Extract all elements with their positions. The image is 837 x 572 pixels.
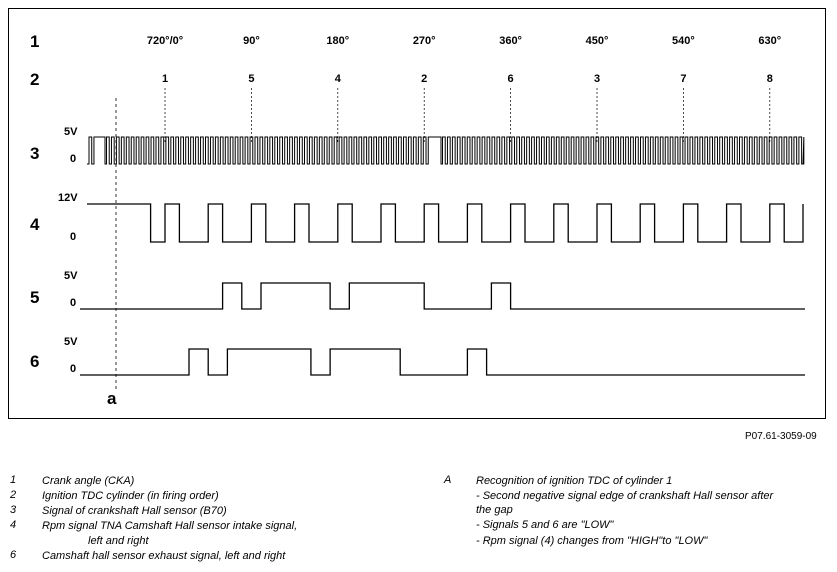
row-label-3: 3 — [30, 144, 39, 163]
camshaft-exhaust-waveform — [80, 348, 805, 376]
legend-right-line-1: - Second negative signal edge of cranksh… — [476, 490, 774, 502]
legend-text: left and right — [88, 535, 149, 547]
figure-reference: P07.61-3059-09 — [745, 431, 817, 442]
row4-high-label: 12V — [58, 192, 78, 204]
tdc-cylinder-label: 8 — [767, 73, 773, 85]
legend-number: 6 — [10, 549, 17, 561]
diagram-frame — [8, 8, 826, 419]
row6-high-label: 5V — [64, 336, 78, 348]
tdc-cylinder-label: 3 — [594, 73, 600, 85]
row-label-5: 5 — [30, 288, 39, 307]
crank-angle-label: 540° — [672, 35, 695, 47]
legend-right-line-2: the gap — [476, 504, 513, 516]
tdc-cylinder-label: 7 — [680, 73, 686, 85]
row5-low-label: 0 — [70, 297, 76, 309]
legend-number: 3 — [10, 504, 17, 516]
tdc-cylinder-label: 4 — [335, 73, 342, 85]
tdc-cylinder-label: 6 — [508, 73, 514, 85]
legend-text: Crank angle (CKA) — [42, 475, 135, 487]
row6-low-label: 0 — [70, 363, 76, 375]
crank-angle-label: 450° — [586, 35, 609, 47]
row3-low-label: 0 — [70, 153, 76, 165]
crank-angle-label: 360° — [499, 35, 522, 47]
crank-angle-label: 180° — [326, 35, 349, 47]
crank-angle-label: 720°/0° — [147, 35, 183, 47]
legend-right-title: Recognition of ignition TDC of cylinder … — [476, 475, 673, 487]
row5-high-label: 5V — [64, 270, 78, 282]
crankshaft-hall-waveform — [87, 136, 805, 165]
legend-text: Camshaft hall sensor exhaust signal, lef… — [42, 550, 286, 562]
marker-a-label: a — [107, 389, 117, 408]
tdc-cylinder-label: 5 — [248, 73, 254, 85]
row-label-4: 4 — [30, 215, 40, 234]
legend-text: Ignition TDC cylinder (in firing order) — [42, 490, 219, 502]
camshaft-intake-waveform — [80, 282, 805, 310]
legend-number: 1 — [10, 474, 17, 486]
row-label-1: 1 — [30, 32, 39, 51]
tdc-cylinder-label: 2 — [421, 73, 427, 85]
legend-right-line-3: - Signals 5 and 6 are "LOW" — [476, 519, 614, 531]
row3-high-label: 5V — [64, 126, 78, 138]
crank-angle-label: 270° — [413, 35, 436, 47]
crank-angle-label: 90° — [243, 35, 260, 47]
legend-right-line-4: - Rpm signal (4) changes from "HIGH"to "… — [476, 535, 708, 547]
row-label-6: 6 — [30, 352, 39, 371]
legend-number: 2 — [10, 489, 17, 501]
rpm-signal-waveform — [87, 203, 804, 243]
legend-text: Rpm signal TNA Camshaft Hall sensor inta… — [42, 520, 298, 532]
tdc-cylinder-label: 1 — [162, 73, 168, 85]
row-label-2: 2 — [30, 70, 39, 89]
crank-angle-label: 630° — [758, 35, 781, 47]
legend-text: Signal of crankshaft Hall sensor (B70) — [42, 505, 227, 517]
legend-number: 4 — [10, 519, 17, 531]
row4-low-label: 0 — [70, 231, 76, 243]
legend-right-letter: A — [444, 474, 452, 486]
